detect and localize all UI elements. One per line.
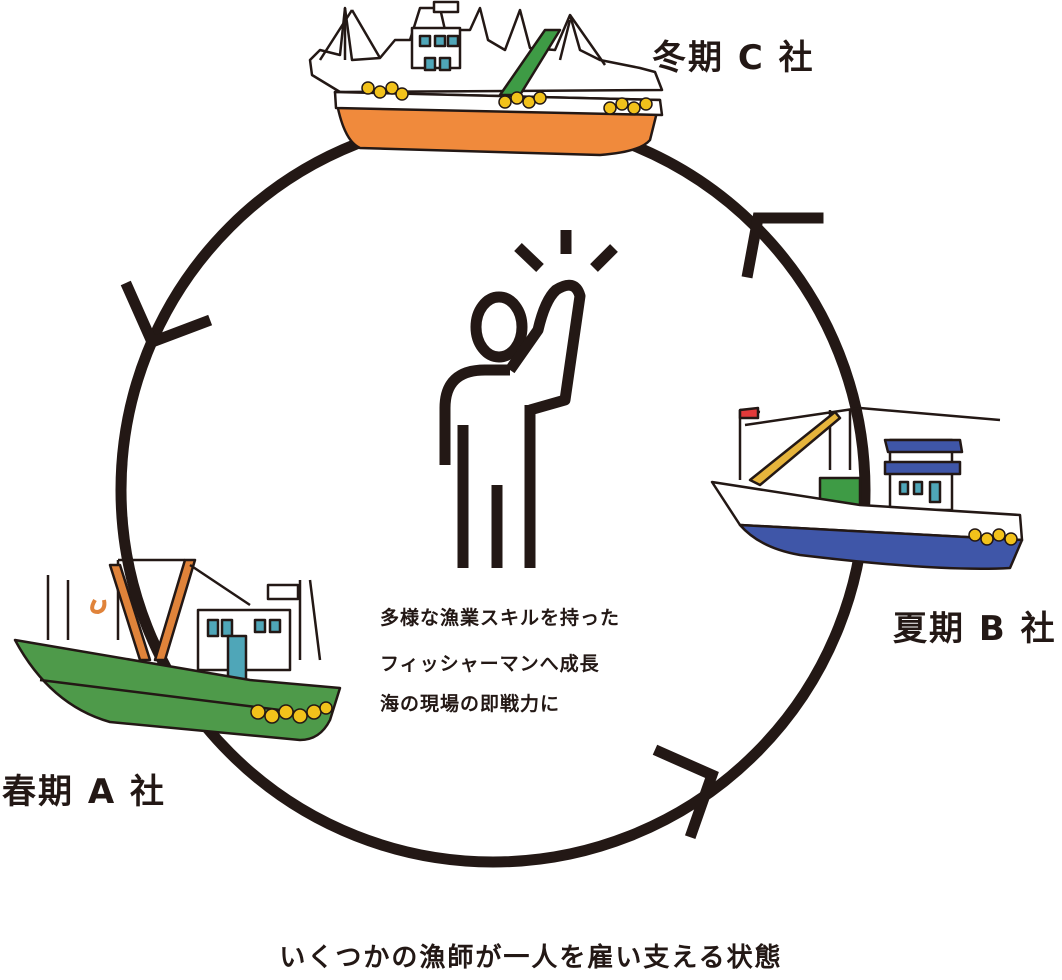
center-text-line-1: 多様な漁業スキルを持った	[380, 603, 620, 630]
diagram-caption: いくつかの漁師が一人を雇い支える状態	[0, 937, 1062, 974]
winter-company-label: 冬期 C 社	[652, 30, 815, 79]
center-text-line-2: フィッシャーマンへ成長	[380, 649, 600, 676]
summer-company-label: 夏期 B 社	[893, 601, 1057, 650]
spring-company-label: 春期 A 社	[2, 764, 166, 813]
winter-boat-illustration	[310, 2, 662, 155]
person-raising-hand-icon	[445, 230, 614, 568]
center-text-line-3: 海の現場の即戦力に	[380, 689, 560, 716]
spring-boat-illustration	[15, 560, 340, 740]
